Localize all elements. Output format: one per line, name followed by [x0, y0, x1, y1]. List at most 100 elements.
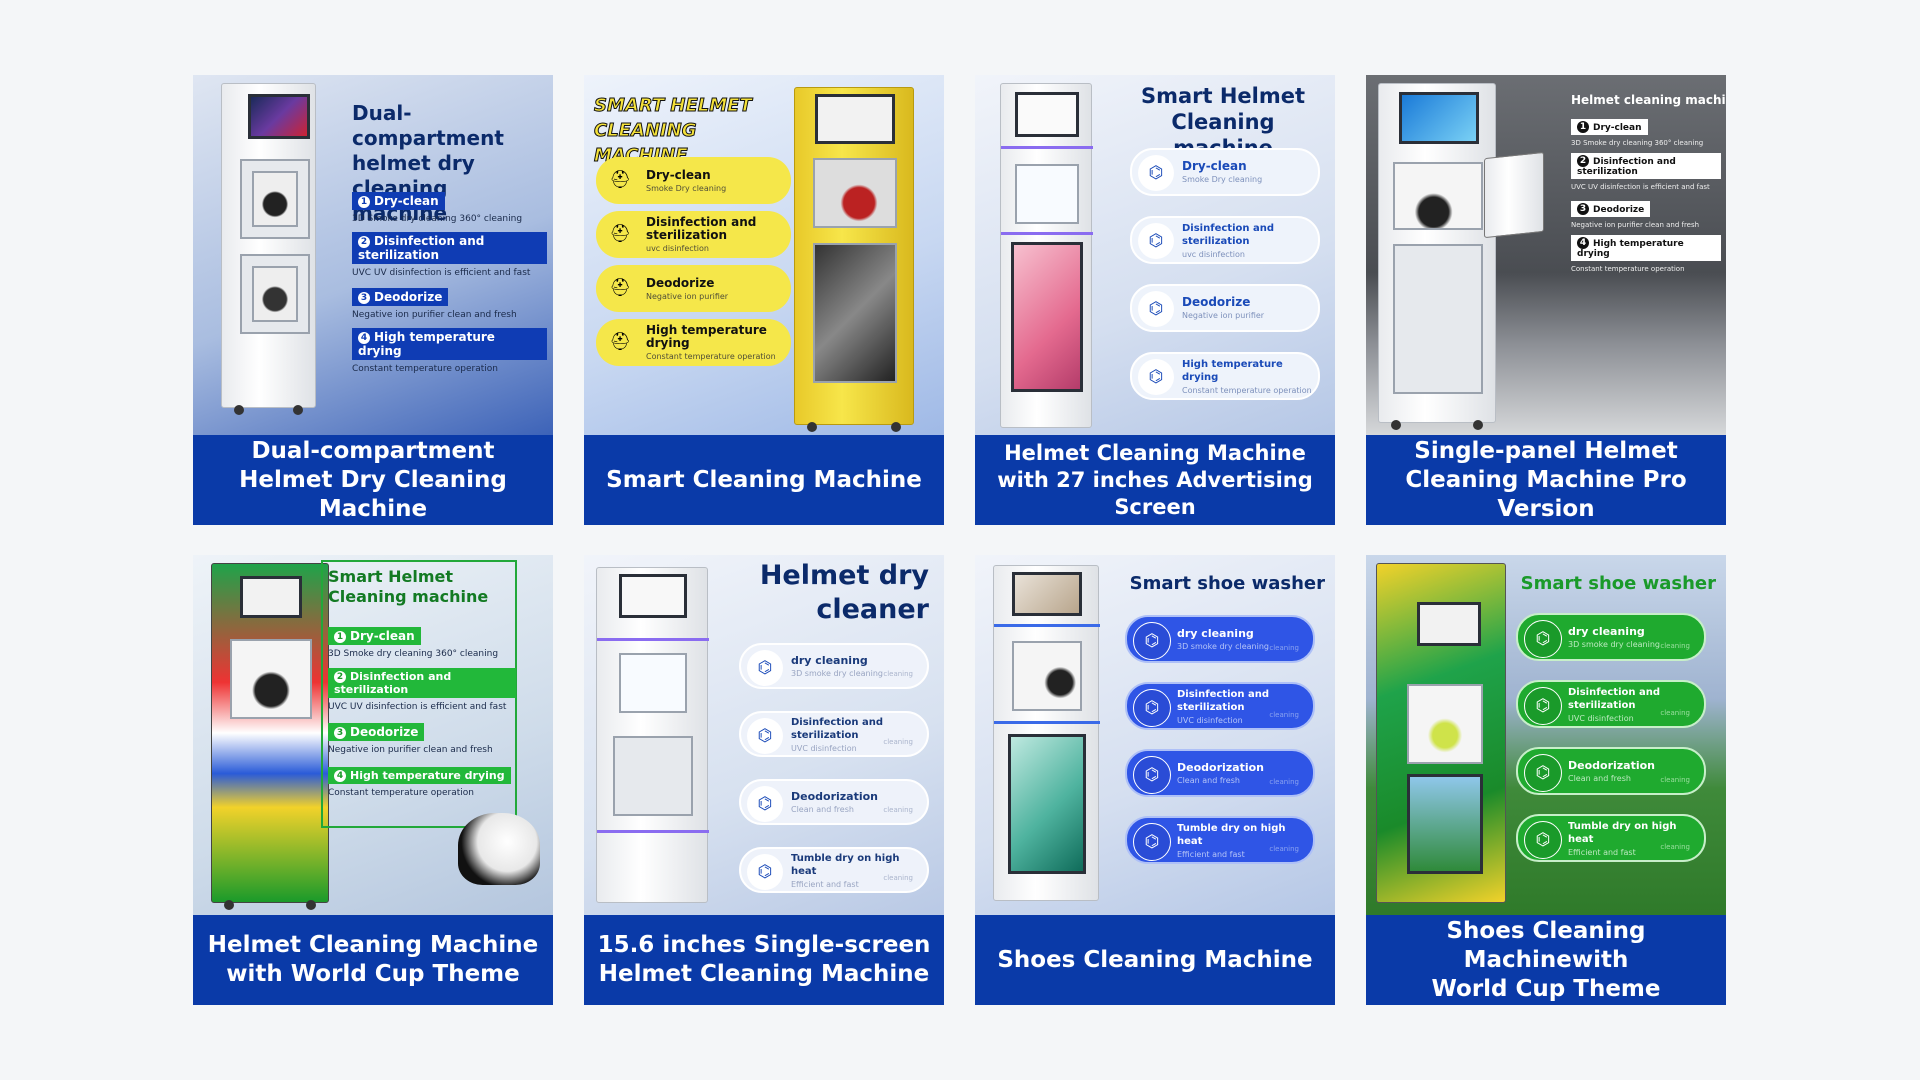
- product-image: Dual-compartment helmet dry cleaning mac…: [193, 75, 553, 435]
- image-title: Dual-compartment helmet dry cleaning mac…: [352, 101, 504, 225]
- machine-illustration: [1376, 563, 1506, 903]
- washing-icon: ⌬: [1138, 155, 1174, 191]
- washing-icon: ⌬: [747, 786, 783, 822]
- washing-icon: ⌬: [1133, 622, 1171, 660]
- helmet-icon: ⛑: [602, 162, 638, 198]
- product-caption[interactable]: Shoes Cleaning Machinewith World Cup The…: [1366, 915, 1726, 1005]
- product-caption[interactable]: Smart Cleaning Machine: [584, 435, 944, 525]
- washing-icon: ⌬: [1133, 756, 1171, 794]
- helmet-icon: ⛑: [602, 216, 638, 252]
- image-title: Smart shoe washer: [1129, 573, 1325, 594]
- washing-icon: ⌬: [1138, 291, 1174, 327]
- machine-illustration: [1000, 83, 1093, 428]
- helmet-icon: ⛑: [602, 324, 638, 360]
- open-door: [1484, 151, 1544, 239]
- machine-illustration: [993, 565, 1100, 901]
- washing-icon: ⌬: [1524, 821, 1562, 859]
- machine-illustration: [794, 87, 914, 432]
- product-caption[interactable]: Single-panel Helmet Cleaning Machine Pro…: [1366, 435, 1726, 525]
- feature-panel-border: [321, 560, 517, 828]
- product-caption[interactable]: Helmet Cleaning Machine with 27 inches A…: [975, 435, 1335, 525]
- image-title: Helmet cleaning machine: [1571, 93, 1726, 107]
- product-caption[interactable]: Dual-compartment Helmet Dry Cleaning Mac…: [193, 435, 553, 525]
- product-image: Smart Helmet Cleaning machine ⌬Dry-clean…: [975, 75, 1335, 435]
- washing-icon: ⌬: [1524, 620, 1562, 658]
- helmet-icon: ⛑: [602, 270, 638, 306]
- machine-illustration: [221, 83, 316, 415]
- washing-icon: ⌬: [1138, 359, 1174, 395]
- image-title: Smart shoe washer: [1520, 573, 1716, 594]
- product-card-dual-compartment[interactable]: Dual-compartment helmet dry cleaning mac…: [193, 75, 553, 525]
- washing-icon: ⌬: [1133, 689, 1171, 727]
- machine-illustration: [1378, 83, 1496, 430]
- product-grid: Dual-compartment helmet dry cleaning mac…: [193, 75, 1726, 1005]
- product-card-smart-cleaning[interactable]: SMART HELMET CLEANING MACHINE ⛑Dry-clean…: [584, 75, 944, 525]
- product-card-advertising-screen[interactable]: Smart Helmet Cleaning machine ⌬Dry-clean…: [975, 75, 1335, 525]
- helmet-image: [458, 813, 540, 885]
- washing-icon: ⌬: [747, 718, 783, 754]
- washing-icon: ⌬: [747, 854, 783, 890]
- image-title: Helmet dry cleaner: [759, 560, 929, 625]
- product-caption[interactable]: Shoes Cleaning Machine: [975, 915, 1335, 1005]
- product-caption[interactable]: 15.6 inches Single-screen Helmet Cleanin…: [584, 915, 944, 1005]
- washing-icon: ⌬: [1524, 687, 1562, 725]
- image-title: Smart Helmet Cleaning machine: [328, 567, 489, 606]
- washing-icon: ⌬: [1524, 754, 1562, 792]
- product-caption[interactable]: Helmet Cleaning Machine with World Cup T…: [193, 915, 553, 1005]
- washing-icon: ⌬: [1138, 223, 1174, 259]
- machine-illustration: [211, 563, 329, 910]
- washing-icon: ⌬: [1133, 823, 1171, 861]
- machine-illustration: [596, 567, 709, 903]
